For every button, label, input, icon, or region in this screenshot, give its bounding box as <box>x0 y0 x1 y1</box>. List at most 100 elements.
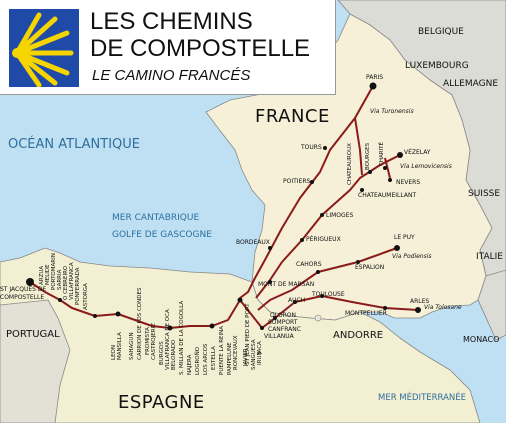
label-vezelay: VÉZELAY <box>404 149 431 156</box>
label-city-belorado: BELORADO <box>171 339 177 370</box>
label-espalion: ESPALION <box>355 264 385 271</box>
label-city-s-millan-de-la-cogolla: S. MILLAN DE LA COGOLLA <box>179 300 185 375</box>
dot-vezelay <box>397 152 403 158</box>
label-auch: AUCH <box>288 297 306 304</box>
label-poitiers: POITIERS <box>283 178 311 185</box>
label-via-podiensis: Via Podiensis <box>392 253 432 260</box>
dot-toulouse <box>320 294 324 298</box>
label-nevers: NEVERS <box>396 179 421 186</box>
dot-nevers <box>388 178 392 182</box>
dot-perigueux <box>300 238 304 242</box>
label-paris: PARIS <box>366 74 384 81</box>
label-city-estella: ESTELLA <box>211 346 217 370</box>
italy-coast <box>477 269 506 341</box>
dot-charite <box>383 166 387 170</box>
label-montpellier: MONTPELLIER <box>345 310 387 317</box>
dot-arles <box>415 307 421 313</box>
label-mer-cantabrique: MER CANTABRIQUE <box>112 213 200 223</box>
label-chateauroux: CHATEAUROUX <box>347 143 353 185</box>
route-via-podiensis <box>257 247 398 311</box>
label-via-turonensis: Via Turonensis <box>370 108 414 115</box>
label-villanua: VILLANUA <box>264 333 294 340</box>
dot-auch <box>293 300 297 304</box>
label-st-jacques-2: COMPOSTELLE <box>0 294 45 301</box>
scallop-shell-icon <box>9 9 79 87</box>
portugal-border <box>0 299 71 423</box>
label-city-astorga: ASTORGA <box>83 283 89 310</box>
label-oloron: OLORON <box>270 312 296 319</box>
dot-bourges <box>368 170 372 174</box>
label-andorre: ANDORRE <box>333 330 384 341</box>
title-box: LES CHEMINS DE COMPOSTELLE LE CAMINO FRA… <box>0 0 336 95</box>
label-city-mansilla: MANSILLA <box>117 332 123 360</box>
label-mer-mediterranee: MER MÉDITERRANÉE <box>378 393 467 403</box>
dot-tours <box>323 146 327 150</box>
label-city-logro-o: LOGROÑO <box>195 346 201 375</box>
label-suisse: SUISSE <box>468 189 501 199</box>
label-luxembourg: LUXEMBOURG <box>405 61 469 71</box>
route-camino-frances <box>29 281 263 329</box>
dot-st-jacques <box>26 278 34 286</box>
dot-astorga <box>93 314 97 318</box>
andorra-dot <box>314 314 322 322</box>
label-france: FRANCE <box>255 106 330 127</box>
label-bordeaux: BORDEAUX <box>236 239 270 246</box>
label-portugal: PORTUGAL <box>6 329 60 340</box>
dot-bordeaux <box>268 246 272 250</box>
label-city-sahagun: SAHAGUN <box>129 332 135 360</box>
dot-mont-de-marsan <box>268 280 272 284</box>
label-le-puy: LE PUY <box>394 234 415 241</box>
label-cahors: CAHORS <box>296 261 322 268</box>
dot-leon <box>115 311 121 317</box>
dot-poitiers <box>310 180 314 184</box>
dot-pampelune <box>237 297 243 303</box>
label-espagne: ESPAGNE <box>118 392 205 413</box>
label-via-lemovicensis: Via Lemovicensis <box>400 163 452 170</box>
route-via-turonensis <box>239 85 374 299</box>
dot-montpellier <box>383 306 387 310</box>
label-chateaumeillant: CHATEAUMEILLANT <box>358 192 417 199</box>
label-charite: CHARITÉ <box>379 141 385 166</box>
label-city-castrojeriz: CASTROJERIZ <box>151 323 157 360</box>
label-italie: ITALIE <box>476 252 503 262</box>
dot-limoges <box>320 213 324 217</box>
dot-espalion <box>356 260 360 264</box>
title-line-2: DE COMPOSTELLE <box>90 35 311 62</box>
label-st-jacques: ST JACQUES DE <box>0 286 47 293</box>
routes <box>29 85 419 329</box>
label-golfe-gascogne: GOLFE DE GASCOGNE <box>112 230 212 240</box>
label-city-puente-la-reina: PUENTE LA REINA <box>219 325 225 375</box>
dot-logrono <box>209 323 215 329</box>
title-line-1: LES CHEMINS <box>90 8 253 35</box>
label-belgique: BELGIQUE <box>418 27 464 37</box>
label-allemagne: ALLEMAGNE <box>443 79 499 89</box>
label-city-irun: IRUN <box>257 351 263 365</box>
route-nevers-branch <box>384 157 391 179</box>
label-ocean-atlantique: OCÉAN ATLANTIQUE <box>8 137 140 152</box>
label-tours: TOURS <box>301 144 322 151</box>
label-somport: SOMPORT <box>268 319 298 326</box>
subtitle: LE CAMINO FRANCÉS <box>92 67 251 84</box>
route-lemovicensis-branch <box>354 117 363 176</box>
dot-chateaumeillant <box>360 188 364 192</box>
city-dots <box>26 82 421 331</box>
label-monaco: MONACO <box>463 335 500 344</box>
label-mont-de-marsan: MONT DE MARSAN <box>258 281 315 288</box>
label-toulouse: TOULOUSE <box>312 291 345 298</box>
label-bourges: BOURGES <box>365 142 371 170</box>
dot-sarria <box>58 298 62 302</box>
label-canfranc: CANFRANC <box>268 326 301 333</box>
dot-burgos <box>167 325 173 331</box>
dot-le-puy <box>394 245 400 251</box>
dot-paris <box>369 82 377 90</box>
label-perigueux: PÉRIGUEUX <box>306 236 341 243</box>
label-city-los-arcos: LOS ARCOS <box>203 343 209 375</box>
label-city-ponferrada: PONFERRADA <box>75 267 81 305</box>
label-arles: ARLES <box>410 298 430 305</box>
label-limoges: LIMOGES <box>326 212 354 219</box>
label-city-najera: NAJERA <box>187 354 193 375</box>
label-city-carrion-de-los-condes: CARRION DE LOS CONDES <box>137 287 143 360</box>
label-via-tolosane: Via Tolosane <box>424 304 462 311</box>
dot-oloron <box>273 316 277 320</box>
